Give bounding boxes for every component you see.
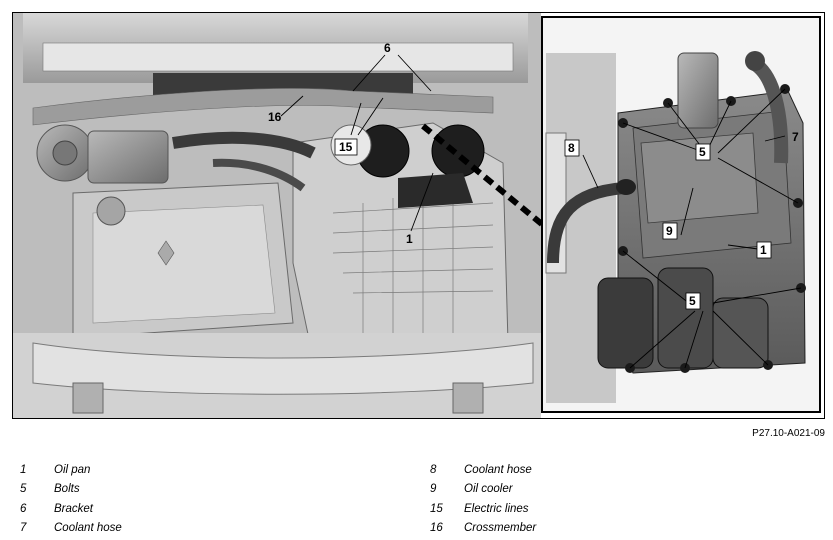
legend-label: Coolant hose <box>464 463 532 476</box>
callout-1-detail: 1 <box>760 243 767 257</box>
callout-16: 16 <box>268 110 282 124</box>
legend-label: Coolant hose <box>54 522 122 535</box>
legend-item: 5 Bolts <box>20 480 400 500</box>
legend-column-right: 8 Coolant hose 9 Oil cooler 15 Electric lin… <box>430 460 810 538</box>
legend-label: Bolts <box>54 483 80 496</box>
legend-number: 6 <box>20 502 27 515</box>
legend-label: Bracket <box>54 502 93 515</box>
legend-label: Oil pan <box>54 463 91 476</box>
legend-number: 15 <box>430 502 443 515</box>
legend-number: 5 <box>20 483 27 496</box>
legend-label: Oil cooler <box>464 483 513 496</box>
legend-item: 9 Oil cooler <box>430 480 810 500</box>
callout-9: 9 <box>666 224 673 238</box>
legend-item: 16 Crossmember <box>430 519 810 539</box>
detail-view: 5 5 8 7 9 1 <box>541 16 821 413</box>
callout-5-bottom: 5 <box>689 294 696 308</box>
figure-id: P27.10-A021-09 <box>752 428 825 439</box>
main-view: 6 16 15 1 <box>13 13 545 418</box>
legend-item: 6 Bracket <box>20 499 400 519</box>
callout-7: 7 <box>792 130 799 144</box>
legend-label: Crossmember <box>464 522 537 535</box>
legend-label: Electric lines <box>464 502 529 515</box>
legend-number: 7 <box>20 522 27 535</box>
legend-number: 8 <box>430 463 437 476</box>
callout-5-top: 5 <box>699 145 706 159</box>
legend-number: 16 <box>430 522 443 535</box>
legend-column-left: 1 Oil pan 5 Bolts 6 Bracket 7 Coolant hose <box>20 460 400 538</box>
legend-item: 8 Coolant hose <box>430 460 810 480</box>
callout-6: 6 <box>384 41 391 55</box>
legend-item: 1 Oil pan <box>20 460 400 480</box>
legend-item: 15 Electric lines <box>430 499 810 519</box>
callout-8: 8 <box>568 141 575 155</box>
legend-number: 1 <box>20 463 27 476</box>
legend-number: 9 <box>430 483 437 496</box>
callout-1-main: 1 <box>406 232 413 246</box>
callout-15: 15 <box>339 140 353 154</box>
engine-diagram: 6 16 15 1 <box>13 13 821 418</box>
illustration: 6 16 15 1 <box>12 12 825 419</box>
legend-item: 7 Coolant hose <box>20 519 400 539</box>
